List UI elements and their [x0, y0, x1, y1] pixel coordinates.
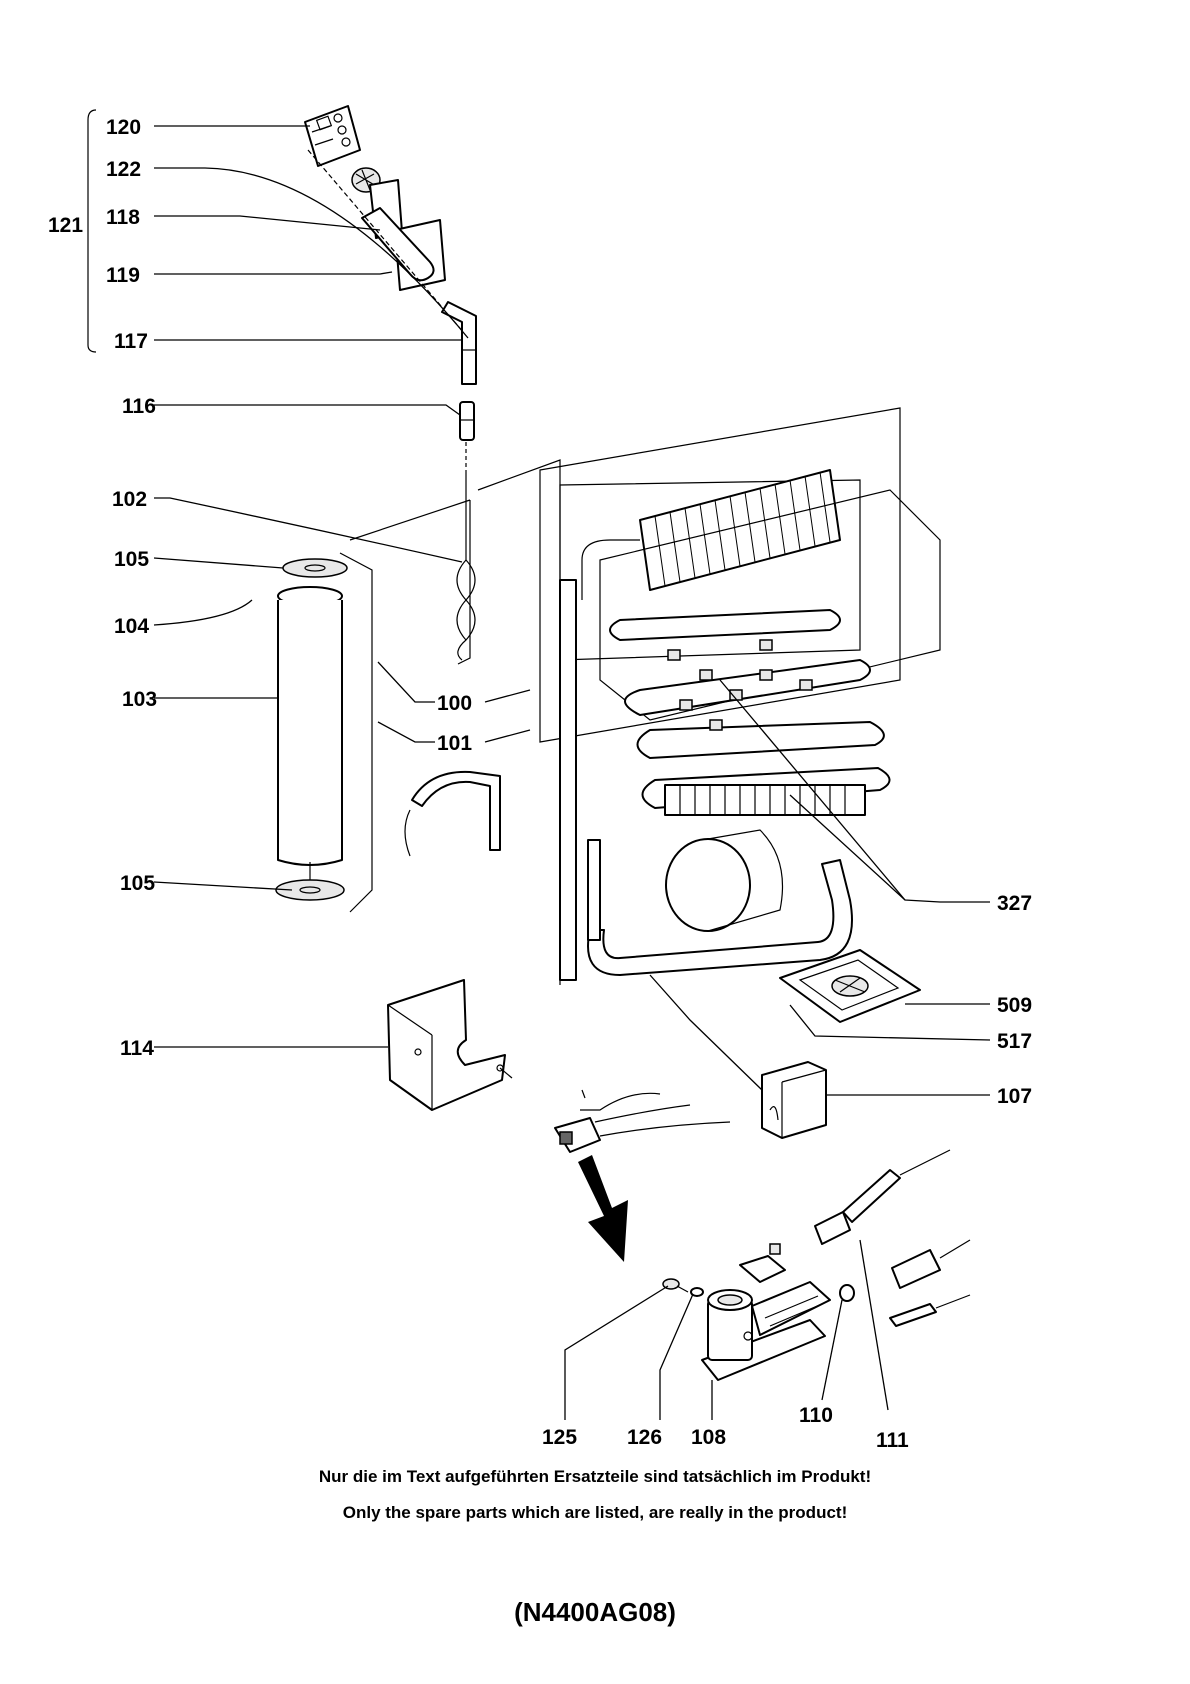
label-107: 107 [997, 1085, 1032, 1108]
part-108-burner [701, 1281, 831, 1381]
part-114-shield [387, 979, 513, 1111]
part-116-coupling [459, 401, 475, 470]
label-517: 517 [997, 1030, 1032, 1053]
gas-pipe [411, 770, 501, 851]
label-509: 509 [997, 994, 1032, 1017]
part-110-nut [839, 1284, 855, 1302]
label-105-top: 105 [114, 548, 149, 571]
part-125-screw [662, 1278, 689, 1293]
part-100-101-outline [339, 552, 373, 913]
label-101: 101 [437, 732, 472, 755]
electrode-bracket [739, 1243, 786, 1283]
part-118-119-flue-tube [307, 149, 471, 341]
label-104: 104 [114, 615, 149, 638]
part-111-electrode [814, 1149, 951, 1245]
label-102: 102 [112, 488, 147, 511]
label-125: 125 [542, 1426, 577, 1449]
burner-assembly-small [554, 1089, 731, 1153]
part-117-elbow [441, 301, 477, 385]
callout-labels: 120 122 121 118 119 117 116 102 105 104 … [48, 116, 1032, 1452]
label-103: 103 [122, 688, 157, 711]
drawing-code: (N4400AG08) [514, 1597, 676, 1627]
detail-arrow [578, 1155, 628, 1262]
label-126: 126 [627, 1426, 662, 1449]
part-102-baffle [456, 470, 476, 661]
label-114: 114 [120, 1037, 154, 1060]
part-120-flue-cap [304, 105, 361, 167]
label-118: 118 [106, 206, 140, 229]
label-108: 108 [691, 1426, 726, 1449]
cooling-unit [539, 407, 941, 981]
part-509-fan [779, 949, 921, 1023]
note-german: Nur die im Text aufgeführten Ersatzteile… [318, 1467, 872, 1486]
label-120: 120 [106, 116, 141, 139]
note-english: Only the spare parts which are listed, a… [342, 1503, 848, 1522]
part-107-cover [761, 1061, 827, 1139]
label-116: 116 [122, 395, 156, 418]
label-121: 121 [48, 214, 83, 237]
group-121-bracket [87, 109, 97, 353]
label-117: 117 [114, 330, 148, 353]
part-103-insulation [275, 558, 348, 901]
label-122: 122 [106, 158, 141, 181]
thermocouple [889, 1239, 971, 1327]
label-110: 110 [799, 1404, 833, 1427]
label-119: 119 [106, 264, 140, 287]
label-100: 100 [437, 692, 472, 715]
leader-lines [153, 125, 991, 1420]
label-327: 327 [997, 892, 1032, 915]
part-126-washer [690, 1287, 704, 1297]
label-105-bottom: 105 [120, 872, 155, 895]
label-111: 111 [876, 1429, 909, 1452]
